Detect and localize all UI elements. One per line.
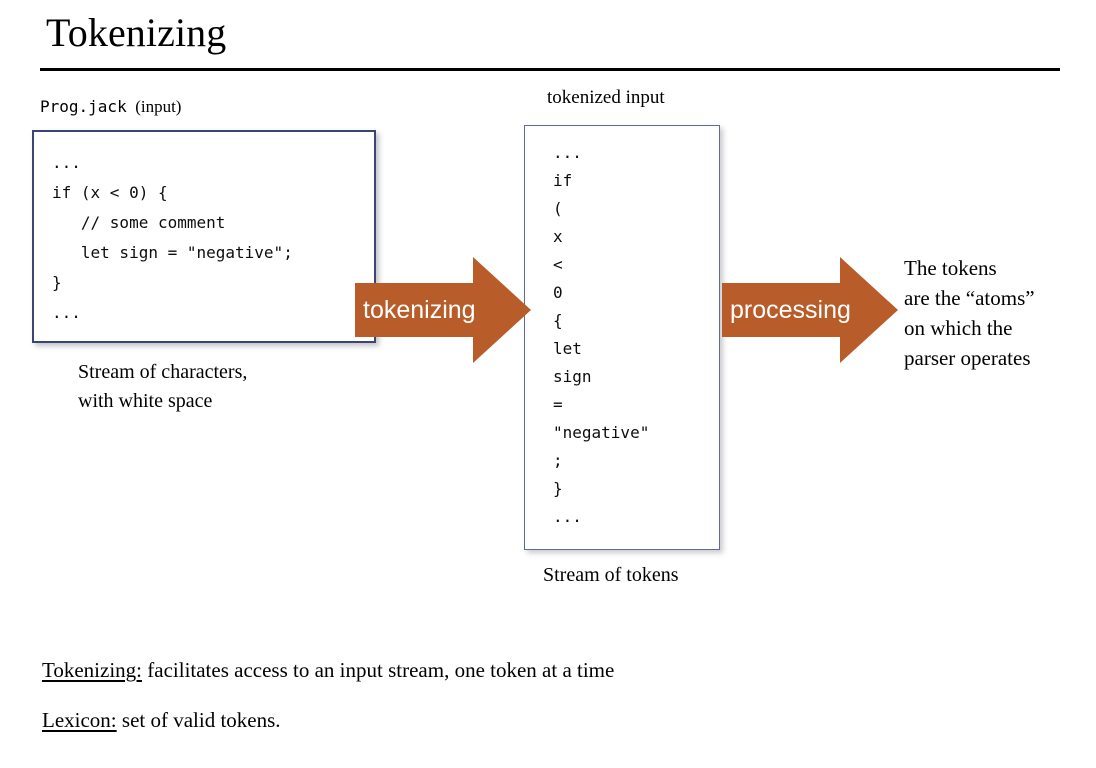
arrow-right-shape-icon	[355, 257, 531, 363]
token-list: ... if ( x < 0 { let sign = "negative" ;…	[553, 143, 650, 526]
tokens-explanation-note: The tokens are the “atoms” on which the …	[904, 256, 1035, 370]
tokenizing-definition-term: Tokenizing:	[42, 658, 143, 682]
source-code-text: ... if (x < 0) { // some comment let sig…	[52, 153, 293, 322]
arrow-right-shape-icon	[722, 257, 898, 363]
tokenized-input-caption: tokenized input	[547, 87, 665, 108]
source-code-box: ... if (x < 0) { // some comment let sig…	[32, 130, 376, 343]
tokenizing-definition: Tokenizing: facilitates access to an inp…	[42, 655, 614, 685]
page-title: Tokenizing	[46, 10, 227, 55]
input-file-role: (input)	[135, 97, 182, 116]
title-divider	[40, 68, 1060, 71]
input-file-caption: Prog.jack (input)	[40, 96, 181, 118]
input-file-name: Prog.jack	[40, 97, 127, 116]
lexicon-definition: Lexicon: set of valid tokens.	[42, 705, 281, 735]
token-stream-note: Stream of tokens	[543, 564, 679, 586]
lexicon-definition-term: Lexicon:	[42, 708, 117, 732]
tokenizing-arrow: tokenizing	[355, 255, 531, 365]
input-stream-note: Stream of characters, with white space	[78, 361, 248, 412]
tokenizing-definition-body: facilitates access to an input stream, o…	[142, 658, 615, 682]
lexicon-definition-body: set of valid tokens.	[116, 708, 281, 732]
tokenized-input-box: ... if ( x < 0 { let sign = "negative" ;…	[524, 125, 720, 550]
processing-arrow: processing	[722, 255, 898, 365]
